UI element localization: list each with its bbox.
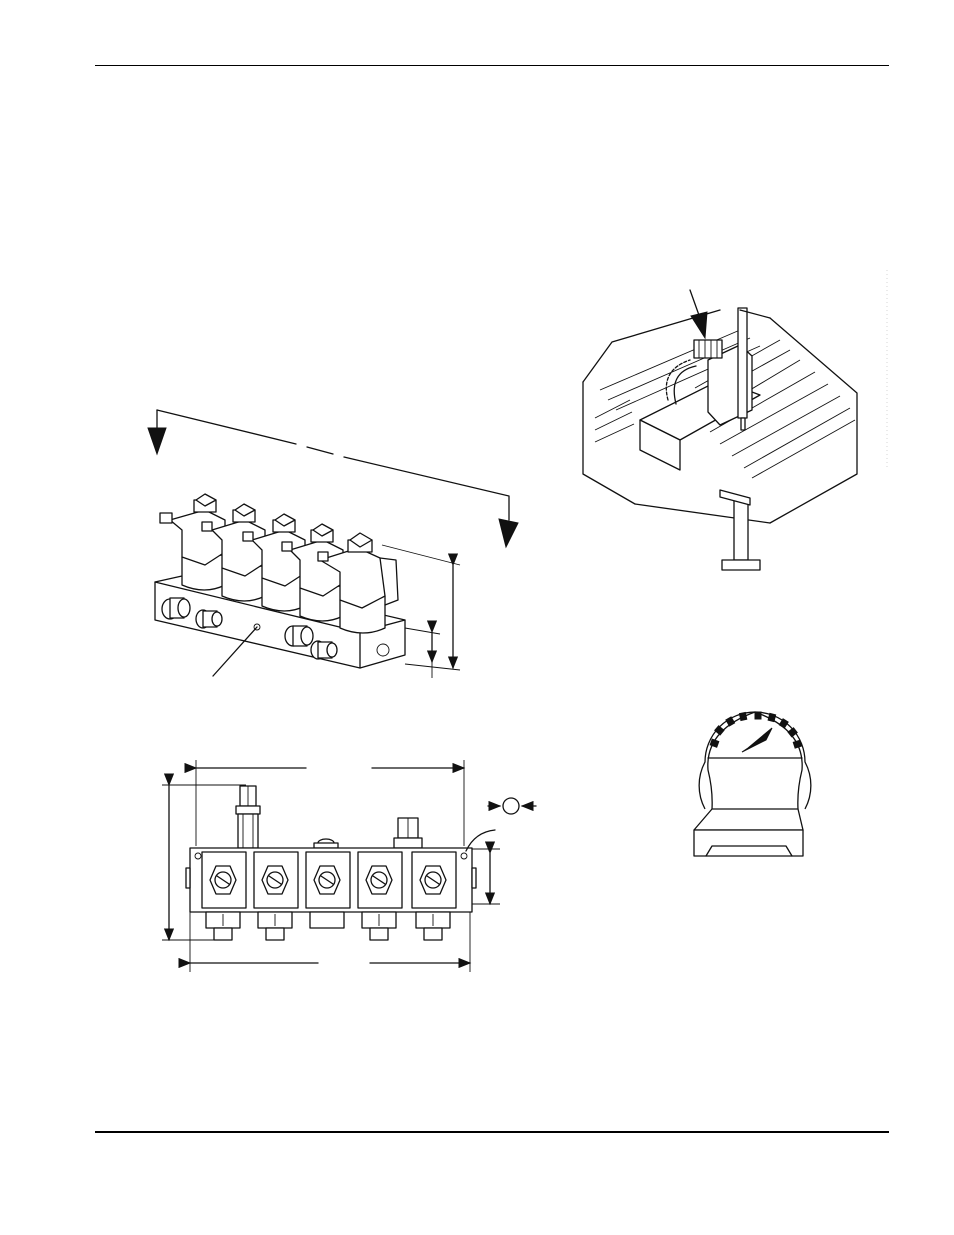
fitting-left [161, 597, 338, 660]
cutting-table-icon [582, 289, 858, 571]
footer-rule [95, 1131, 889, 1133]
bottom-connectors [205, 911, 451, 941]
solenoid-stack [159, 493, 399, 634]
dimension-drawing-icon [162, 760, 500, 972]
torque-icon [487, 797, 537, 815]
valve-faces [201, 851, 457, 909]
valve-manifold-icon [147, 409, 519, 678]
header-rule [95, 65, 889, 66]
scale-icon [693, 711, 812, 857]
